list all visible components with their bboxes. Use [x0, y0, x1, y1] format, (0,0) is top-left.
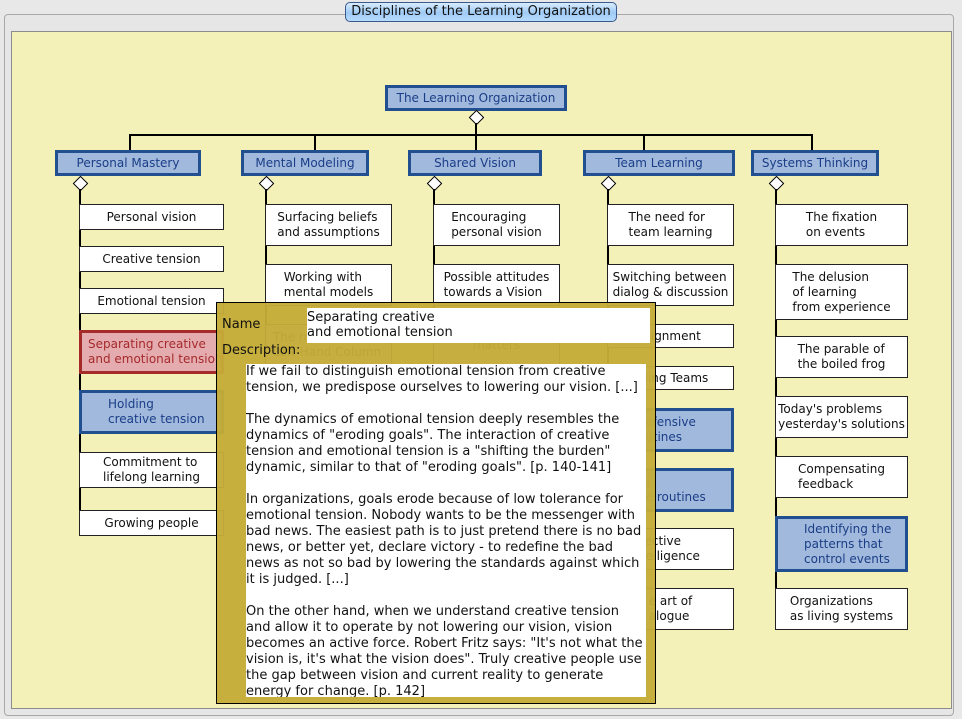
concept-node[interactable]: Organizations as living systems: [775, 588, 908, 630]
concept-node[interactable]: Today's problems yesterday's solutions: [775, 396, 908, 438]
connector-line: [129, 134, 813, 136]
discipline-node-personal-mastery[interactable]: Personal Mastery: [55, 150, 201, 176]
aggregation-diamond-icon: [72, 175, 89, 192]
node-details-popup: Name Separating creative and emotional t…: [216, 302, 656, 704]
aggregation-diamond-icon: [600, 175, 617, 192]
description-label: Description:: [222, 343, 301, 358]
concept-node[interactable]: Holding creative tension: [79, 390, 224, 434]
aggregation-diamond-icon: [258, 175, 275, 192]
concept-node[interactable]: Creative tension: [79, 246, 224, 272]
concept-node[interactable]: Personal vision: [79, 204, 224, 230]
concept-node[interactable]: Working with mental models: [265, 264, 392, 306]
description-paragraph: In organizations, goals erode because of…: [246, 492, 642, 587]
concept-node[interactable]: The delusion of learning from experience: [775, 264, 908, 320]
concept-node[interactable]: Separating creative and emotional tensio…: [79, 330, 224, 374]
description-paragraph: On the other hand, when we understand cr…: [246, 604, 643, 697]
concept-node[interactable]: The need for team learning: [607, 204, 734, 246]
description-paragraph: The dynamics of emotional tension deeply…: [246, 412, 620, 475]
concept-node[interactable]: The parable of the boiled frog: [775, 336, 908, 378]
concept-node[interactable]: Identifying the patterns that control ev…: [775, 516, 908, 572]
discipline-node-systems-thinking[interactable]: Systems Thinking: [751, 150, 879, 176]
connector-line: [265, 189, 267, 336]
window-title[interactable]: Disciplines of the Learning Organization: [345, 2, 617, 22]
connector-line: [775, 189, 777, 600]
concept-node[interactable]: The fixation on events: [775, 204, 908, 246]
concept-node[interactable]: Emotional tension: [79, 288, 224, 314]
concept-node[interactable]: Compensating feedback: [775, 456, 908, 498]
concept-node[interactable]: Switching between dialog & discussion: [607, 264, 734, 306]
aggregation-diamond-icon: [768, 175, 785, 192]
concept-node[interactable]: Possible attitudes towards a Vision: [433, 264, 560, 306]
root-node[interactable]: The Learning Organization: [385, 85, 567, 111]
connector-line: [433, 189, 435, 336]
discipline-node-mental-modeling[interactable]: Mental Modeling: [241, 150, 369, 176]
connector-line: [643, 134, 645, 151]
description-field[interactable]: If we fail to distinguish emotional tens…: [246, 364, 646, 697]
concept-node[interactable]: Encouraging personal vision: [433, 204, 560, 246]
connector-line: [475, 134, 477, 151]
concept-node[interactable]: Surfacing beliefs and assumptions: [265, 204, 392, 246]
concept-node[interactable]: Commitment to lifelong learning: [79, 452, 224, 488]
name-field[interactable]: Separating creative and emotional tensio…: [307, 308, 650, 343]
connector-line: [129, 134, 131, 151]
discipline-node-team-learning[interactable]: Team Learning: [583, 150, 735, 176]
connector-line: [314, 134, 316, 151]
aggregation-diamond-icon: [426, 175, 443, 192]
name-label: Name: [222, 317, 261, 332]
discipline-node-shared-vision[interactable]: Shared Vision: [408, 150, 542, 176]
description-paragraph: If we fail to distinguish emotional tens…: [246, 364, 638, 395]
connector-line: [811, 134, 813, 151]
connector-line: [475, 123, 477, 135]
concept-node[interactable]: Growing people: [79, 510, 224, 536]
